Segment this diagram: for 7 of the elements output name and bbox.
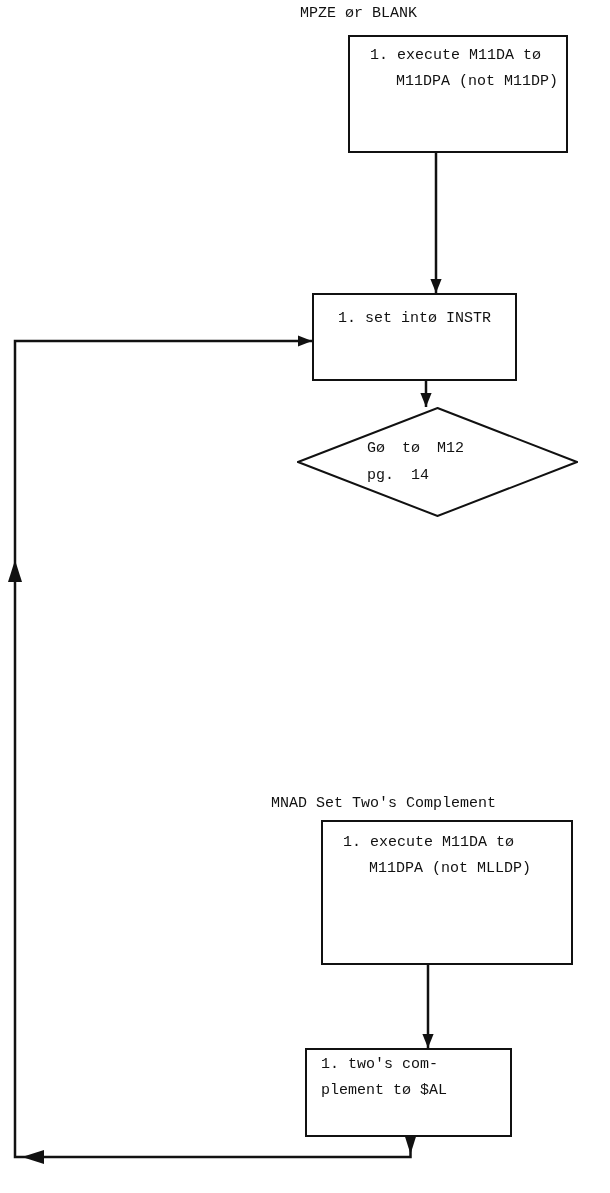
box-heading: MPZE ør BLANK — [300, 5, 418, 22]
process-text: 1. execute M11DA tø M11DPA (not M11DP) — [370, 46, 560, 92]
process-text: 1. two's com- plement tø $AL — [321, 1055, 449, 1101]
box-heading: MNAD Set Two's Complement — [271, 795, 497, 812]
decision-text: Gø tø M12 pg. 14 — [367, 439, 465, 486]
process-text: 1. execute M11DA tø M11DPA (not MLLDP) — [343, 833, 533, 879]
process-text: 1. set intø INSTR — [337, 309, 492, 329]
